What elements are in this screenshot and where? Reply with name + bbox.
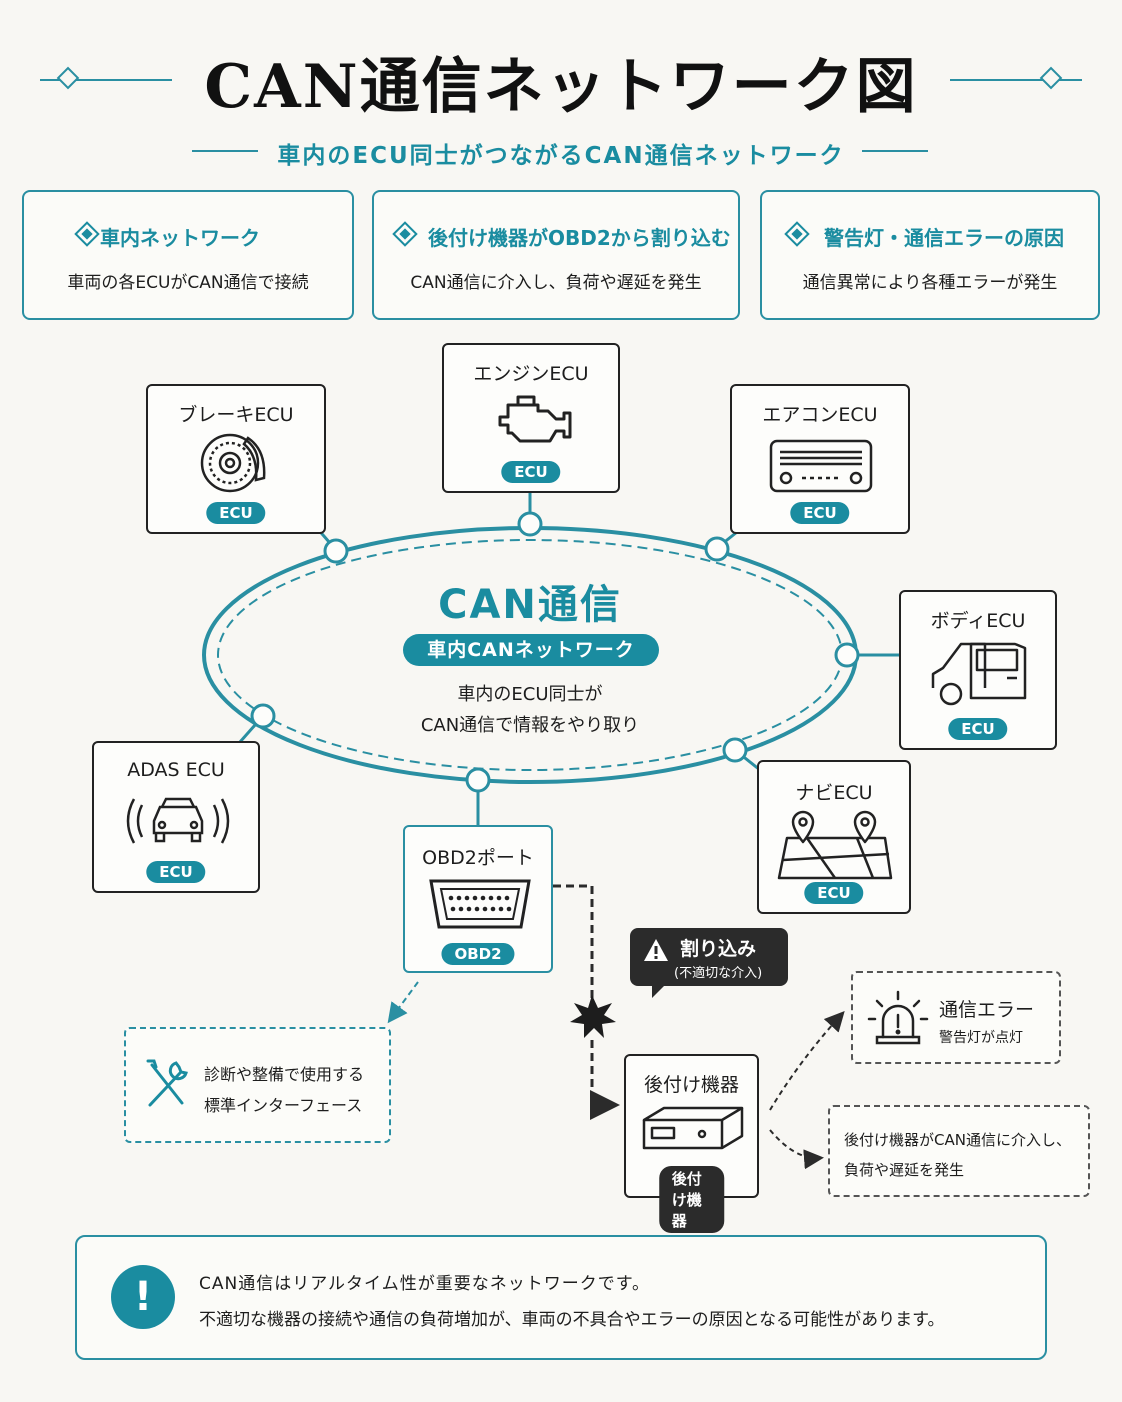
wrench-screwdriver-icon xyxy=(146,1059,188,1107)
node-label: ボディECU xyxy=(930,610,1026,632)
engine-ecu-node: エンジンECU ECU xyxy=(442,343,620,493)
obd2-port-node[interactable]: OBD2ポート OBD2 xyxy=(403,825,553,973)
burst-icon xyxy=(570,995,616,1038)
diag-line1: 診断や整備で使用する xyxy=(204,1065,365,1084)
aircon-panel-icon xyxy=(769,439,873,493)
header-ornament-left xyxy=(40,66,172,90)
page-subtitle: 車内のECU同士がつながるCAN通信ネットワーク xyxy=(277,143,845,169)
card-desc: CAN通信に介入し、負荷や遅延を発生 xyxy=(410,273,702,293)
notice-line2: 不適切な機器の接続や通信の負荷増加が、車両の不具合やエラーの原因となる可能性があ… xyxy=(199,1310,945,1330)
engine-icon xyxy=(498,395,572,443)
warning-triangle-icon xyxy=(644,939,668,961)
node-label: ブレーキECU xyxy=(178,404,294,426)
interrupt-callout: 割り込み (不適切な介入) xyxy=(630,928,788,998)
navi-ecu-node: ナビECU ECU xyxy=(757,760,911,914)
obd2-badge: OBD2 xyxy=(441,943,515,965)
card-title: 車内ネットワーク xyxy=(100,226,260,250)
diamond-icon xyxy=(392,221,418,247)
node-label: ADAS ECU xyxy=(127,759,225,781)
can-center-badge: 車内CANネットワーク xyxy=(403,634,659,666)
car-sensor-icon xyxy=(126,797,230,844)
interrupt-sub: (不適切な介入) xyxy=(674,966,763,981)
error-title: 通信エラー xyxy=(939,999,1035,1021)
node-label: エンジンECU xyxy=(473,363,589,385)
notice-line1: CAN通信はリアルタイム性が重要なネットワークです。 xyxy=(199,1274,651,1294)
info-card-warning: 警告灯・通信エラーの原因 通信異常により各種エラーが発生 xyxy=(760,190,1100,320)
map-pin-icon xyxy=(777,810,893,880)
card-title: 警告灯・通信エラーの原因 xyxy=(824,226,1064,250)
card-title: 後付け機器がOBD2から割り込む xyxy=(428,226,731,250)
adas-ecu-node: ADAS ECU ECU xyxy=(92,741,260,893)
diamond-icon xyxy=(74,221,100,247)
node-label: エアコンECU xyxy=(762,404,878,426)
ecu-badge: ECU xyxy=(501,461,561,483)
error-sub: 警告灯が点灯 xyxy=(939,1030,1023,1046)
brake-disc-icon xyxy=(200,433,266,493)
notice-box: ! CAN通信はリアルタイム性が重要なネットワークです。 不適切な機器の接続や通… xyxy=(75,1235,1047,1360)
node-label: ナビECU xyxy=(795,782,873,804)
brake-ecu-node: ブレーキECU ECU xyxy=(146,384,326,534)
aircon-ecu-node: エアコンECU ECU xyxy=(730,384,910,534)
warning-lamp-icon xyxy=(867,990,929,1045)
can-center-line2: CAN通信で情報をやり取り xyxy=(420,715,640,736)
page-title: CAN通信ネットワーク図 xyxy=(204,52,918,122)
device-box-icon xyxy=(642,1106,744,1150)
ecu-badge: ECU xyxy=(790,502,850,524)
node-label: 後付け機器 xyxy=(643,1074,739,1096)
info-card-obd2: 後付け機器がOBD2から割り込む CAN通信に介入し、負荷や遅延を発生 xyxy=(372,190,740,320)
node-label: OBD2ポート xyxy=(422,847,534,869)
effect-line1: 後付け機器がCAN通信に介入し、 xyxy=(844,1131,1071,1149)
aftermarket-device-node: 後付け機器 後付け機器 xyxy=(624,1054,759,1233)
diag-line2: 標準インターフェース xyxy=(204,1096,363,1115)
header-ornament-right xyxy=(950,66,1082,90)
can-center-line1: 車内のECU同士が xyxy=(457,684,603,705)
ecu-badge: ECU xyxy=(146,861,206,883)
diamond-icon xyxy=(784,221,810,247)
car-door-icon xyxy=(931,642,1027,706)
body-ecu-node: ボディECU ECU xyxy=(899,590,1057,750)
load-delay-box: 後付け機器がCAN通信に介入し、 負荷や遅延を発生 xyxy=(828,1105,1090,1197)
card-desc: 通信異常により各種エラーが発生 xyxy=(802,273,1058,293)
info-card-network: 車内ネットワーク 車両の各ECUがCAN通信で接続 xyxy=(22,190,354,320)
can-center-title: CAN通信 xyxy=(438,582,622,628)
interrupt-title: 割り込み xyxy=(680,938,757,960)
obd2-connector-icon xyxy=(429,879,531,929)
ecu-badge: ECU xyxy=(948,718,1008,740)
ecu-badge: ECU xyxy=(206,502,266,524)
communication-error-box: 通信エラー 警告灯が点灯 xyxy=(851,971,1061,1064)
effect-line2: 負荷や遅延を発生 xyxy=(844,1161,965,1179)
callout-tail xyxy=(652,984,666,998)
exclamation-icon: ! xyxy=(111,1265,175,1329)
diagnostic-interface-note: 診断や整備で使用する 標準インターフェース xyxy=(124,1027,391,1143)
card-desc: 車両の各ECUがCAN通信で接続 xyxy=(67,273,309,293)
device-badge: 後付け機器 xyxy=(658,1166,725,1233)
ecu-badge: ECU xyxy=(804,882,864,904)
